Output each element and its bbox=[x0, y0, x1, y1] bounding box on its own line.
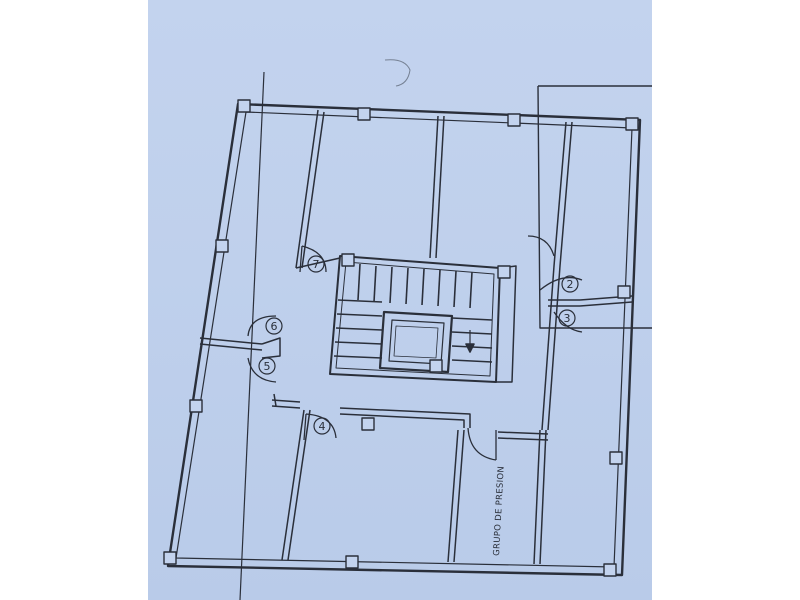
door-marker-3: 3 bbox=[558, 309, 576, 327]
door-marker-7: 7 bbox=[307, 255, 325, 273]
door-marker-4: 4 bbox=[313, 417, 331, 435]
door-number: 3 bbox=[564, 312, 571, 325]
neighbor-boundary bbox=[537, 85, 652, 329]
landing-walls bbox=[261, 257, 580, 407]
door-marker-6: 6 bbox=[265, 317, 283, 335]
pressure-group-room-label: GRUPO DE PRESION bbox=[492, 466, 507, 556]
interior-partitions bbox=[199, 109, 633, 565]
right-margin bbox=[652, 0, 800, 600]
door-markers: 2 3 4 5 6 7 bbox=[258, 255, 579, 435]
door-number: 6 bbox=[271, 320, 278, 333]
door-swings bbox=[247, 235, 583, 461]
structural-columns bbox=[163, 99, 639, 577]
door-number: 7 bbox=[313, 258, 320, 271]
stair-direction-arrow-icon bbox=[465, 343, 475, 353]
outer-walls bbox=[166, 102, 642, 577]
door-number: 4 bbox=[319, 420, 326, 433]
door-number: 5 bbox=[264, 360, 271, 373]
stair-core bbox=[329, 255, 501, 383]
door-number: 2 bbox=[567, 278, 574, 291]
left-margin bbox=[0, 0, 148, 600]
pencil-mark bbox=[384, 59, 411, 87]
door-marker-2: 2 bbox=[561, 275, 579, 293]
door-marker-5: 5 bbox=[258, 357, 276, 375]
reference-line bbox=[239, 71, 265, 600]
